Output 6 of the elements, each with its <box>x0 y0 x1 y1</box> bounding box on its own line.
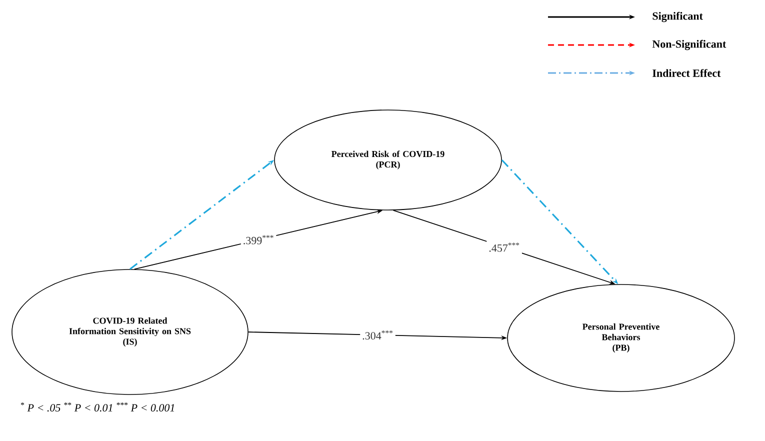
path-coefficient: .457$^{***}$ <box>486 240 522 254</box>
legend-text: Non-Significant <box>652 40 726 50</box>
legend-text: Indirect Effect <box>652 69 721 77</box>
path-coefficient: .399$^{***}$ <box>240 233 276 246</box>
path-coefficient: .304$^{***}$ <box>360 328 396 342</box>
legend-text: Significant <box>652 12 703 22</box>
